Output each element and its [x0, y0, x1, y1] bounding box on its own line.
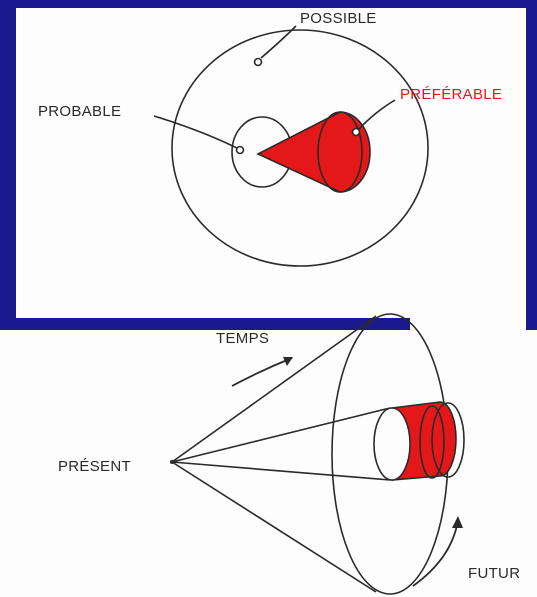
cone-line-top-outer	[172, 316, 376, 462]
present-point	[170, 460, 174, 464]
label-preferable: PRÉFÉRABLE	[400, 86, 502, 103]
label-present: PRÉSENT	[58, 458, 131, 475]
preferable-leader	[359, 100, 395, 129]
label-temps: TEMPS	[216, 330, 269, 347]
futur-arrow-shaft	[413, 520, 458, 586]
cone-line-bottom-outer	[172, 462, 376, 592]
preferable-dot	[353, 129, 360, 136]
futur-arrowhead	[452, 516, 463, 528]
possible-leader	[261, 26, 296, 58]
label-possible: POSSIBLE	[300, 10, 377, 27]
label-futur: FUTUR	[468, 565, 520, 582]
cone-line-bottom-inner	[172, 462, 390, 480]
probable-leader	[154, 116, 237, 148]
possible-dot	[255, 59, 262, 66]
preferable-cone	[258, 112, 370, 192]
label-probable: PROBABLE	[38, 103, 121, 120]
probable-dot	[237, 147, 244, 154]
cone-line-top-inner	[172, 408, 390, 462]
cylinder-front-ellipse	[374, 408, 410, 480]
